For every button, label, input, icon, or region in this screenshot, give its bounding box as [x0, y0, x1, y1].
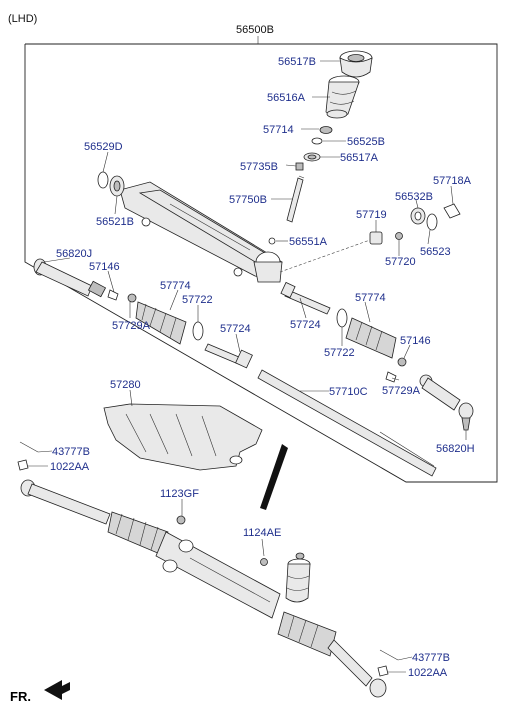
part-label-57750B[interactable]: 57750B [229, 194, 267, 206]
leader-lines [28, 60, 467, 673]
gear-housing-part [119, 181, 283, 283]
part-label-1124AE[interactable]: 1124AE [243, 527, 281, 539]
right-boot-clamp-part [336, 308, 348, 328]
part-label-56551A[interactable]: 56551A [289, 236, 328, 248]
part-label-57774-left[interactable]: 57774 [160, 280, 191, 292]
lower-valve-housing-part [285, 552, 311, 603]
assembly-number-label: 56500B [236, 24, 274, 36]
yoke-nut-part [295, 162, 304, 171]
part-label-56532B[interactable]: 56532B [395, 191, 433, 203]
pinion-shaft-part [286, 175, 305, 223]
part-label-57280[interactable]: 57280 [110, 379, 141, 391]
left-cotter-pin-part [19, 441, 39, 453]
lower-gear-housing-part [155, 531, 281, 619]
lower-right-boot-part [277, 611, 337, 657]
end-washer-part [410, 207, 426, 225]
lower-left-tie-rod-end-part [20, 479, 111, 525]
part-label-57719[interactable]: 57719 [356, 209, 387, 221]
heat-shield-part [103, 403, 263, 471]
part-label-57735B[interactable]: 57735B [240, 161, 278, 173]
part-label-1022AA-left[interactable]: 1022AA [50, 461, 90, 473]
assembly-dashed-line [279, 239, 371, 273]
assembly-arrow [260, 444, 288, 510]
part-label-43777B-left[interactable]: 43777B [52, 446, 90, 458]
lower-left-boot-part [107, 511, 169, 555]
part-label-56820H[interactable]: 56820H [436, 443, 475, 455]
mount-bolt-part [176, 515, 186, 525]
screw-part [395, 232, 403, 240]
part-label-57774-right[interactable]: 57774 [355, 292, 386, 304]
bearing-cap-part [339, 50, 373, 78]
part-label-56820J[interactable]: 56820J [56, 248, 92, 260]
left-jam-nut-part [107, 289, 119, 301]
front-orientation-label: FR. [10, 689, 31, 704]
part-label-57710C[interactable]: 57710C [329, 386, 368, 398]
right-tie-rod-end-part [419, 374, 474, 431]
plug-part [369, 231, 383, 245]
lock-nut-part [443, 203, 461, 219]
left-castle-nut-part [17, 459, 29, 471]
assembly-frame [24, 43, 498, 483]
left-clip-part [127, 293, 137, 303]
rack-bar-part [257, 369, 437, 477]
left-inner-tie-rod-part [204, 343, 253, 369]
mount-screw-part [260, 558, 268, 566]
part-label-56516A[interactable]: 56516A [267, 92, 306, 104]
part-label-1022AA-right[interactable]: 1022AA [408, 667, 448, 679]
left-bushing-part [109, 175, 125, 197]
part-label-56517A[interactable]: 56517A [340, 152, 379, 164]
part-label-57729A-left[interactable]: 57729A [112, 320, 151, 332]
right-clip-part [397, 357, 407, 367]
left-boot-clamp-part [192, 321, 204, 341]
lower-right-tie-rod-end-part [327, 639, 387, 698]
part-label-57714[interactable]: 57714 [263, 124, 294, 136]
part-label-57146-right[interactable]: 57146 [400, 335, 431, 347]
right-jam-nut-part [385, 371, 397, 383]
part-label-43777B-right[interactable]: 43777B [412, 652, 450, 664]
part-label-57724-left[interactable]: 57724 [220, 323, 251, 335]
part-label-57720[interactable]: 57720 [385, 256, 416, 268]
o-ring-part [97, 171, 109, 189]
part-label-57729A-right[interactable]: 57729A [382, 385, 421, 397]
left-tie-rod-end-part [33, 258, 107, 298]
part-label-57718A[interactable]: 57718A [433, 175, 472, 187]
part-label-56529D[interactable]: 56529D [84, 141, 123, 153]
part-label-1123GF[interactable]: 1123GF [160, 488, 199, 500]
washer-part [311, 137, 323, 145]
housing-sleeve-part [325, 75, 360, 119]
part-label-57724-right[interactable]: 57724 [290, 319, 321, 331]
part-label-56521B[interactable]: 56521B [96, 216, 134, 228]
right-castle-nut-part [377, 665, 389, 677]
retainer-ring-part [426, 213, 438, 231]
left-boot-part [135, 301, 187, 345]
part-label-57722-right[interactable]: 57722 [324, 347, 355, 359]
part-label-56525B[interactable]: 56525B [347, 136, 385, 148]
part-label-57146-left[interactable]: 57146 [89, 261, 120, 273]
right-boot-part [345, 317, 397, 359]
bushing-part [303, 152, 321, 162]
part-label-56523[interactable]: 56523 [420, 246, 451, 258]
pin-part [268, 237, 276, 245]
lhd-variant-label: (LHD) [8, 13, 37, 25]
part-label-57722-left[interactable]: 57722 [182, 294, 213, 306]
part-label-56517B[interactable]: 56517B [278, 56, 316, 68]
right-inner-tie-rod-part [280, 281, 331, 315]
front-direction-arrow-icon [44, 680, 70, 700]
seal-ring-part [319, 126, 333, 134]
right-cotter-pin-part [379, 649, 399, 661]
